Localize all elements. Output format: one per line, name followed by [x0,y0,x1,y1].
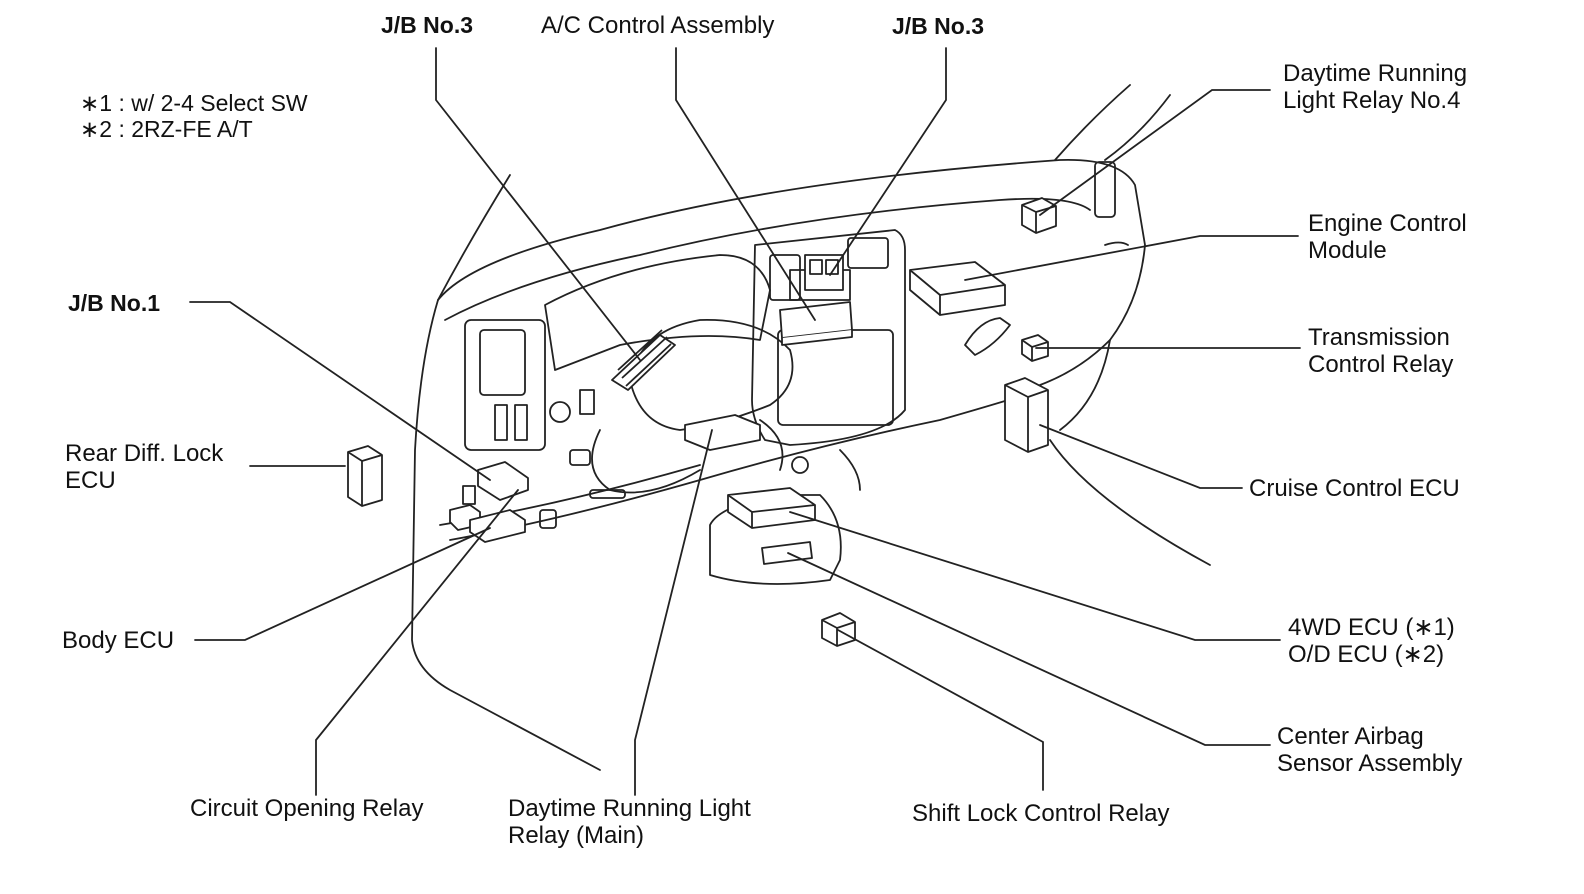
label-jb1: J/B No.1 [68,290,161,316]
label-jb3-left: J/B No.3 [381,12,474,38]
leader-drl-relay4 [1039,89,1271,216]
label-body-ecu: Body ECU [62,627,175,654]
footnote-2: ∗2 : 2RZ-FE A/T [80,116,253,142]
steering-wheel [629,319,794,431]
cruise-control-ecu-component [1004,377,1049,453]
leader-4wd-ecu [789,511,1281,641]
label-circuit-opening: Circuit Opening Relay [190,795,424,822]
leader-jb3-right [829,47,947,276]
dashboard-right-lower [1049,439,1211,566]
leader-jb1 [189,301,491,481]
center-stack [751,229,906,446]
windshield-right-line [1054,84,1131,161]
fourwd-ecu-component [727,487,816,529]
jb-no3-right-component [804,254,844,291]
drl-relay-main-component [684,414,761,451]
leader-ac-control [675,47,816,321]
leader-drl-main [634,429,713,796]
dashboard-left-edge [411,299,601,771]
transmission-control-relay-component [1021,334,1049,362]
label-4wd-ecu: 4WD ECU (∗1)O/D ECU (∗2) [1288,614,1455,668]
label-ac-control: A/C Control Assembly [541,12,775,39]
leader-center-airbag [787,552,1271,746]
jb-no3-left-component [611,329,676,391]
dashboard-lower-line [449,389,1041,541]
label-cruise-control: Cruise Control ECU [1249,475,1460,502]
leader-cruise-control [1039,424,1243,489]
leader-circuit-opening [315,489,519,796]
rear-diff-lock-ecu-component [347,445,383,507]
windshield-left-line [437,174,511,301]
label-jb3-right: J/B No.3 [892,13,985,39]
engine-control-module-component [909,261,1006,316]
ac-control-assembly-component [779,301,853,346]
left-switch-panel [464,319,546,451]
jb-no1-component [449,461,529,531]
footnote-1: ∗1 : w/ 2-4 Select SW [80,90,308,116]
footnotes: ∗1 : w/ 2-4 Select SW ∗2 : 2RZ-FE A/T [80,90,308,142]
dashboard-top-inner [444,197,1091,321]
dashboard-right-edge [1059,339,1111,431]
label-shift-lock: Shift Lock Control Relay [912,800,1170,827]
leader-shift-lock [837,629,1044,791]
body-ecu-component [469,509,526,543]
drl-relay-no4-component [1021,197,1057,234]
leader-jb3-left [435,47,641,361]
leader-body-ecu [194,527,491,641]
windshield-right-line-2 [1104,94,1171,161]
leader-engine-control [964,235,1299,281]
